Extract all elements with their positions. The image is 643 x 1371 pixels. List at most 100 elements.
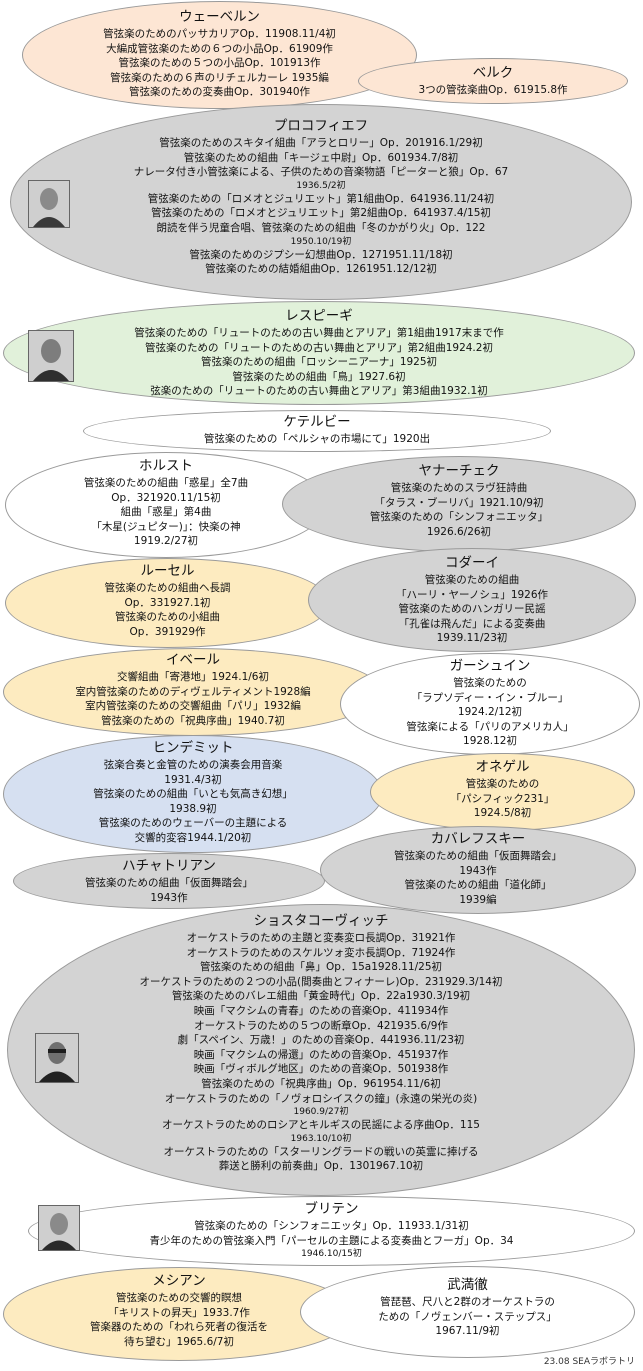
work-line: 映画「マクシムの青春」のための音楽Op．411934作 bbox=[193, 1004, 449, 1017]
work-line: 管弦楽のためのウェーバーの主題による bbox=[98, 817, 288, 830]
work-line: 1946.10/15初 bbox=[301, 1249, 362, 1260]
work-line: 管弦楽のための bbox=[465, 778, 540, 790]
composer-node-janacek: ヤナーチェク 管弦楽のためのスラヴ狂詩曲 「タラス・ブーリバ」1921.10/9… bbox=[282, 456, 636, 552]
composer-name: ウェーベルン bbox=[179, 9, 260, 25]
composer-name: ヒンデミット bbox=[152, 740, 234, 756]
work-line: 管弦楽のための変奏曲Op．301940作 bbox=[128, 86, 310, 99]
work-line: 管楽器のための「われら死者の復活を bbox=[90, 1321, 268, 1334]
composer-node-respighi: レスピーギ 管弦楽のための「リュートのための古い舞曲とアリア」第1組曲1917末… bbox=[3, 301, 635, 405]
composer-node-honegger: オネゲル 管弦楽のための 「パシフィック231」 1924.5/8初 bbox=[370, 753, 635, 831]
composer-name: イベール bbox=[166, 652, 220, 668]
work-line: 管弦楽のための「リュートのための古い舞曲とアリア」第2組曲1924.2初 bbox=[145, 341, 493, 354]
composer-node-takemitsu: 武満徹 管琵琶、尺八と2群のオーケストラの ための「ノヴェンバー・ステップス」 … bbox=[300, 1266, 635, 1358]
work-line: 1938.9初 bbox=[169, 802, 217, 815]
work-line: 大編成管弦楽のための６つの小品Op．61909作 bbox=[106, 42, 333, 55]
work-line: 劇「スペイン、万歳！」のための音楽Op．441936.11/23初 bbox=[177, 1034, 465, 1047]
work-line: 管弦楽のためのスラヴ狂詩曲 bbox=[390, 482, 528, 494]
work-line: 管弦楽のための「リュートのための古い舞曲とアリア」第1組曲1917末まで作 bbox=[134, 327, 504, 339]
work-line: 「パシフィック231」 bbox=[450, 792, 555, 805]
shostakovich-portrait bbox=[35, 1033, 79, 1083]
composer-node-britten: ブリテン 管弦楽のための「シンフォニエッタ」Op．11933.1/31初 青少年… bbox=[28, 1196, 635, 1266]
work-line: 1924.5/8初 bbox=[473, 807, 532, 820]
composer-node-hindemith: ヒンデミット 弦楽合奏と金管のための演奏会用音楽 1931.4/3初 管弦楽のた… bbox=[3, 735, 383, 853]
work-line: 管弦楽のための組曲「鼻」Op．15a1928.11/25初 bbox=[199, 961, 443, 974]
work-line: オーケストラのためのスケルツォ変ホ長調Op．71924作 bbox=[186, 946, 456, 959]
composer-node-khachaturian: ハチャトリアン 管弦楽のための組曲「仮面舞踏会」 1943作 bbox=[13, 853, 325, 909]
work-line: Op．391929作 bbox=[129, 625, 206, 638]
work-line: 管弦楽のためのスキタイ組曲「アラとロリー」Op．201916.1/29初 bbox=[159, 137, 483, 149]
composer-name: オネゲル bbox=[475, 759, 530, 775]
work-line: Op．331927.1初 bbox=[124, 596, 211, 609]
work-line: 3つの管弦楽曲Op．61915.8作 bbox=[418, 84, 568, 96]
work-line: 1943作 bbox=[459, 864, 497, 877]
work-line: 「キリストの昇天」1933.7作 bbox=[108, 1306, 250, 1319]
work-line: 交響組曲「寄港地」1924.1/6初 bbox=[117, 671, 269, 683]
composer-node-ibert: イベール 交響組曲「寄港地」1924.1/6初 室内管弦楽のためのディヴェルティ… bbox=[3, 648, 383, 736]
work-line: オーケストラのためのロシアとキルギスの民謡による序曲Op．115 bbox=[162, 1119, 480, 1132]
composer-node-berg: ベルク 3つの管弦楽曲Op．61915.8作 bbox=[358, 58, 628, 104]
work-line: Op．321920.11/15初 bbox=[111, 491, 221, 504]
work-line: 朗読を伴う児童合唱、管弦楽のための組曲「冬のかがり火」Op．122 bbox=[156, 221, 486, 234]
composer-node-ketelbey: ケテルビー 管弦楽のための「ペルシャの市場にて」1920出 bbox=[83, 410, 551, 452]
composer-node-messiaen: メシアン 管弦楽のための交響的瞑想 「キリストの昇天」1933.7作 管楽器のた… bbox=[3, 1267, 355, 1361]
composer-node-prokofiev: プロコフィエフ 管弦楽のためのスキタイ組曲「アラとロリー」Op．201916.1… bbox=[10, 104, 632, 300]
work-line: 「木星(ジュピター)」：快楽の神 bbox=[91, 520, 241, 533]
composer-name: 武満徹 bbox=[447, 1277, 488, 1293]
work-line: 管弦楽のための「シンフォニエッタ」 bbox=[369, 511, 549, 524]
work-line: オーケストラのための「スターリングラードの戦いの英霊に捧げる bbox=[163, 1145, 479, 1158]
work-line: 1939編 bbox=[459, 893, 497, 906]
work-line: 1943作 bbox=[150, 891, 188, 904]
work-line: オーケストラのための５つの断章Op．421935.6/9作 bbox=[194, 1019, 448, 1032]
composer-node-kodaly: コダーイ 管弦楽のための組曲 「ハーリ・ヤーノシュ」1926作 管弦楽のためのハ… bbox=[308, 548, 636, 652]
work-line: 1919.2/27初 bbox=[133, 535, 199, 548]
work-line: 交響的変容1944.1/20初 bbox=[134, 831, 252, 844]
work-line: 管弦楽のための６声のリチェルカーレ 1935編 bbox=[110, 71, 329, 84]
composer-name: ヤナーチェク bbox=[418, 463, 500, 479]
work-line: 管弦楽のための「祝典序曲」Op．961954.11/6初 bbox=[201, 1077, 441, 1090]
work-line: 管弦楽のための「ロメオとジュリエット」第2組曲Op．641937.4/15初 bbox=[151, 207, 491, 220]
work-line: 管弦楽のための組曲ヘ長調 bbox=[104, 582, 231, 594]
work-line: 管弦楽による「パリのアメリカ人」 bbox=[406, 720, 574, 733]
composer-name: カバレフスキー bbox=[430, 831, 526, 847]
work-line: 管弦楽のための bbox=[453, 677, 527, 689]
work-line: 管弦楽のための組曲「道化師」 bbox=[404, 879, 552, 892]
work-line: 1936.5/2初 bbox=[296, 180, 346, 191]
work-line: ナレータ付き小管弦楽による、子供のための音楽物語「ピーターと狼」Op．67 bbox=[133, 166, 509, 179]
composer-node-kabalevsky: カバレフスキー 管弦楽のための組曲「仮面舞踏会」 1943作 管弦楽のための組曲… bbox=[320, 826, 636, 914]
work-line: 弦楽のための「リュートのための古い舞曲とアリア」第3組曲1932.1初 bbox=[150, 385, 488, 398]
composer-name: メシアン bbox=[152, 1273, 206, 1289]
work-line: 「ハーリ・ヤーノシュ」1926作 bbox=[395, 588, 549, 601]
composer-name: ハチャトリアン bbox=[122, 858, 216, 874]
composer-name: ケテルビー bbox=[283, 414, 351, 430]
work-line: 管琵琶、尺八と2群のオーケストラの bbox=[380, 1296, 555, 1308]
work-line: 1928.12初 bbox=[463, 735, 517, 748]
composer-node-holst: ホルスト 管弦楽のための組曲「惑星」全7曲 Op．321920.11/15初 組… bbox=[5, 452, 327, 558]
work-line: 管弦楽のための組曲「鳥」1927.6初 bbox=[232, 370, 406, 383]
work-line: 管弦楽のための「ロメオとジュリエット」第1組曲Op．641936.11/24初 bbox=[147, 192, 495, 205]
footer-credit: 23.08 SEAラボラトリ bbox=[543, 1357, 635, 1367]
respighi-portrait bbox=[28, 330, 74, 382]
work-line: 組曲「惑星」第4曲 bbox=[120, 506, 212, 519]
work-line: 管弦楽のための小組曲 bbox=[115, 611, 220, 624]
work-line: 青少年のための管弦楽入門「パーセルの主題による変奏曲とフーガ」Op．34 bbox=[149, 1234, 514, 1247]
work-line: 管弦楽のための組曲「ロッシーニアーナ」1925初 bbox=[200, 356, 438, 369]
composer-name: ベルク bbox=[472, 65, 514, 81]
work-line: 1926.6/26初 bbox=[426, 525, 492, 538]
work-line: 管弦楽のためのバレエ組曲「黄金時代」Op．22a1930.3/19初 bbox=[171, 990, 471, 1003]
composer-node-roussel: ルーセル 管弦楽のための組曲ヘ長調 Op．331927.1初 管弦楽のための小組… bbox=[5, 558, 330, 648]
work-line: 葬送と勝利の前奏曲」Op．1301967.10初 bbox=[218, 1160, 424, 1173]
work-line: 管弦楽のための「シンフォニエッタ」Op．11933.1/31初 bbox=[194, 1220, 469, 1232]
composer-name: ガーシュイン bbox=[449, 658, 531, 674]
work-line: 待ち望む」1965.6/7初 bbox=[124, 1335, 234, 1348]
work-line: オーケストラのための２つの小品(間奏曲とフィナーレ)Op．231929.3/14… bbox=[139, 975, 503, 988]
work-line: 管弦楽のためのハンガリー民謡 bbox=[398, 603, 546, 616]
work-line: 1931.4/3初 bbox=[164, 773, 222, 786]
composer-node-gershwin: ガーシュイン 管弦楽のための 「ラプソディー・イン・ブルー」 1924.2/12… bbox=[340, 653, 640, 755]
work-line: 「タラス・ブーリバ」1921.10/9初 bbox=[374, 496, 544, 509]
work-line: 1950.10/19初 bbox=[290, 236, 352, 247]
work-line: 管弦楽のための組曲 bbox=[424, 574, 520, 586]
work-line: ための「ノヴェンバー・ステップス」 bbox=[378, 1310, 557, 1323]
composer-name: ブリテン bbox=[304, 1201, 359, 1217]
work-line: 1967.11/9初 bbox=[435, 1325, 500, 1338]
composer-node-shostakovich: ショスタコーヴィッチ オーケストラのための主題と変奏変ロ長調Op．31921作 … bbox=[7, 904, 635, 1196]
